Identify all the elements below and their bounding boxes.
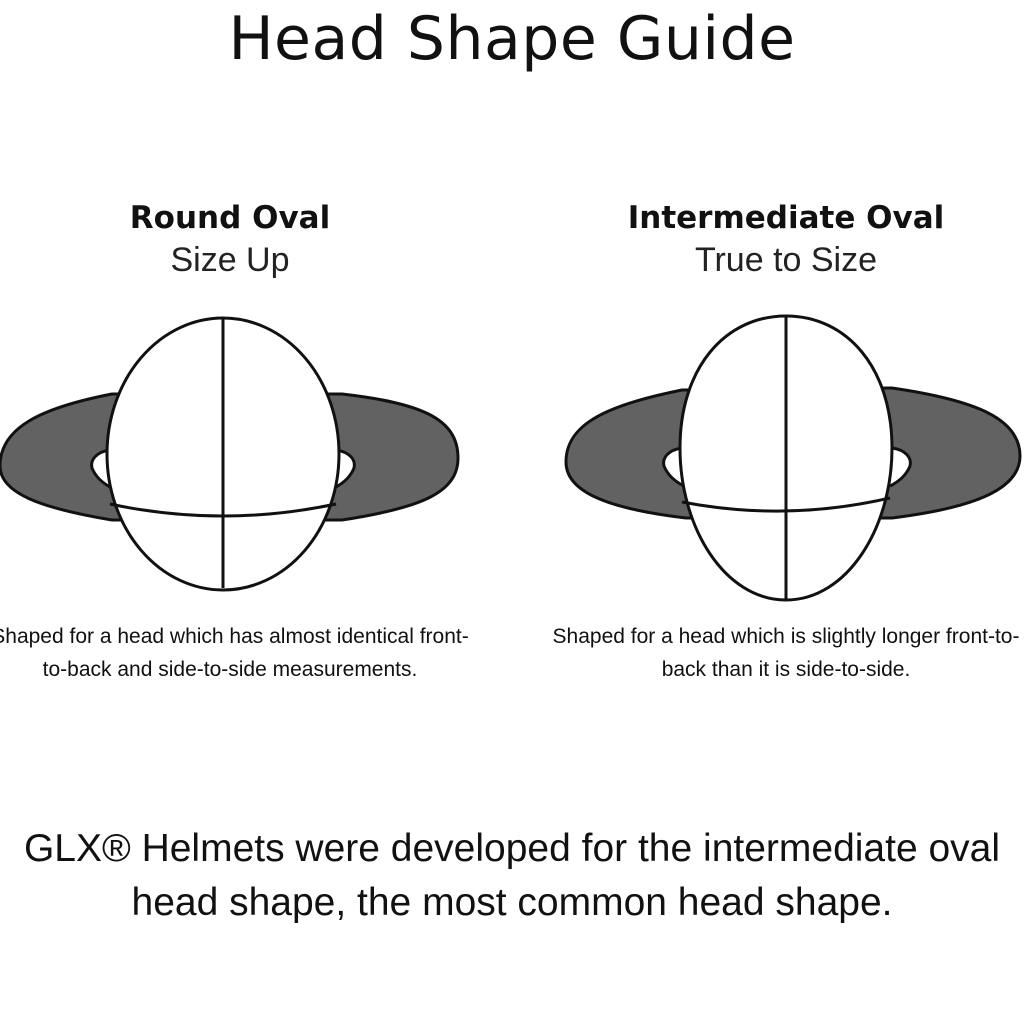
intermediate-oval-brim-line	[681, 496, 891, 513]
round-oval-heading: Round Oval Size Up	[0, 196, 480, 280]
round-oval-brim-line	[109, 502, 337, 518]
round-oval-name: Round Oval	[129, 200, 331, 236]
intermediate-oval-right-ear	[889, 446, 912, 488]
intermediate-oval-heading: Intermediate Oval True to Size	[536, 196, 1024, 280]
intermediate-oval-description: Shaped for a head which is slightly long…	[552, 625, 1020, 681]
round-oval-description: Shaped for a head which has almost ident…	[0, 625, 469, 681]
round-oval-head-diagram	[0, 316, 460, 592]
footer-note: GLX® Helmets were developed for the inte…	[23, 827, 1001, 924]
intermediate-oval-name: Intermediate Oval	[627, 200, 945, 236]
intermediate-oval-fit: True to Size	[694, 241, 878, 279]
page-title: Head Shape Guide	[228, 4, 796, 74]
round-oval-fit: Size Up	[170, 241, 290, 279]
intermediate-oval-head-diagram	[564, 314, 1022, 602]
